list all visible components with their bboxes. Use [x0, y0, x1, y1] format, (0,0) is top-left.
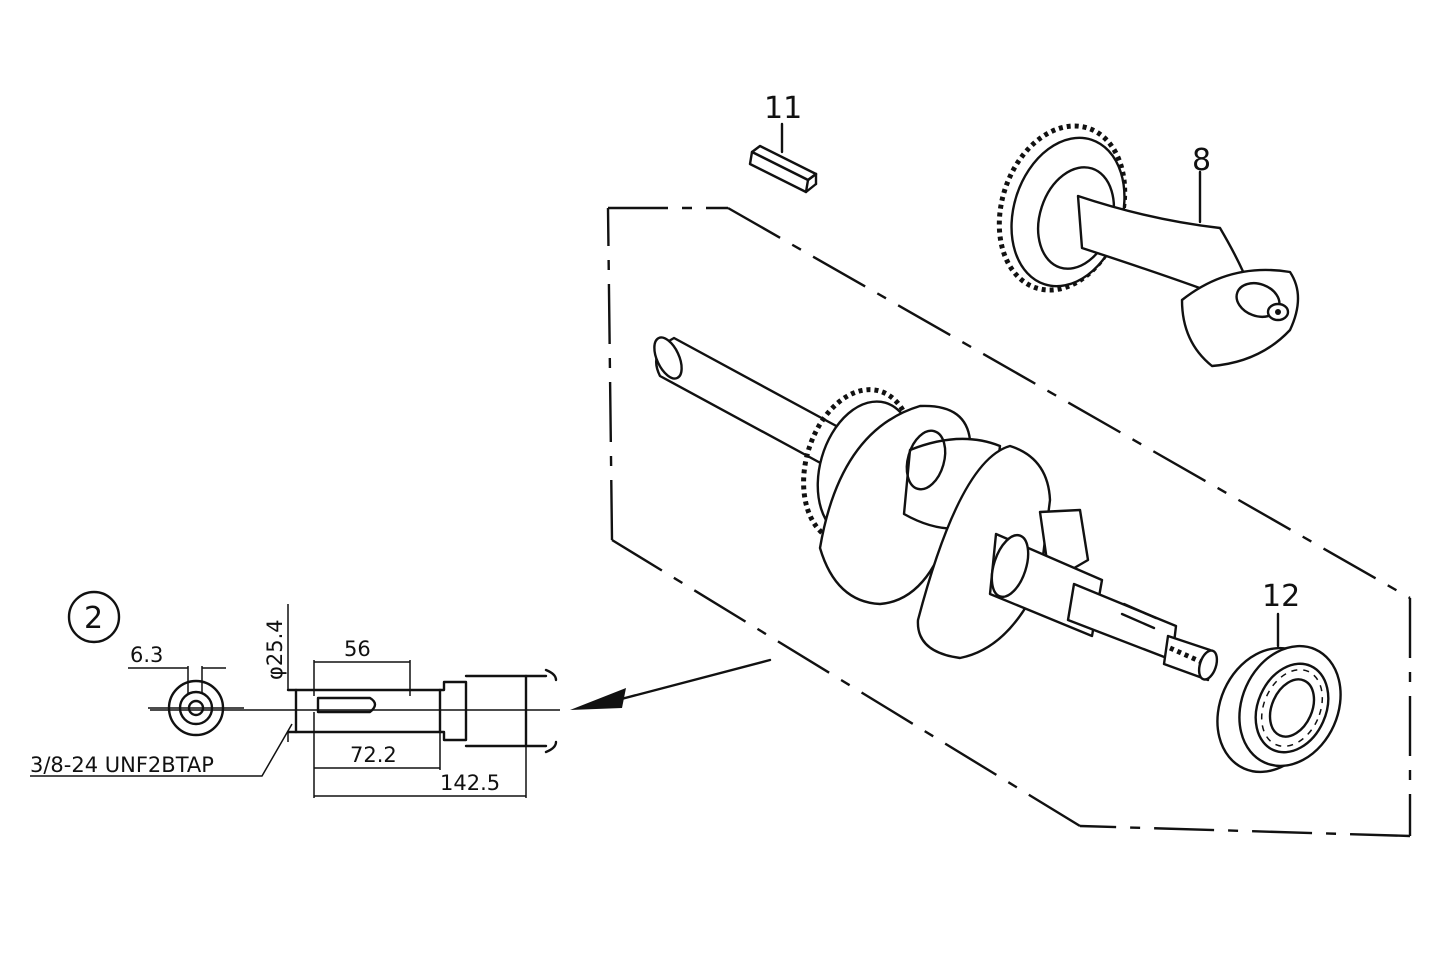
dim-thread-tap: 3/8-24 UNF2BTAP: [30, 753, 214, 777]
dim-shaft-diameter: φ25.4: [263, 619, 287, 680]
dim-keyway-width: 6.3: [130, 643, 163, 667]
key-part-11: [748, 122, 818, 194]
dim-taper-length: 72.2: [350, 743, 397, 767]
dim-overall-length: 142.5: [440, 771, 500, 795]
callout-12: 12: [1262, 579, 1300, 614]
crankshaft-group-outline: [606, 206, 1412, 838]
callout-11: 11: [764, 91, 802, 126]
detail-view-2: [30, 590, 560, 798]
crankshaft-part: [653, 336, 1219, 682]
detail-ref-circle: [67, 590, 121, 644]
detail-ref-number: 2: [84, 601, 103, 636]
bearing-part-12: [1216, 612, 1342, 774]
balancer-shaft-part-8: [996, 123, 1300, 368]
dim-keyway-length: 56: [344, 637, 371, 661]
callout-8: 8: [1192, 143, 1211, 178]
detail-pointer-arrow: [570, 658, 772, 710]
